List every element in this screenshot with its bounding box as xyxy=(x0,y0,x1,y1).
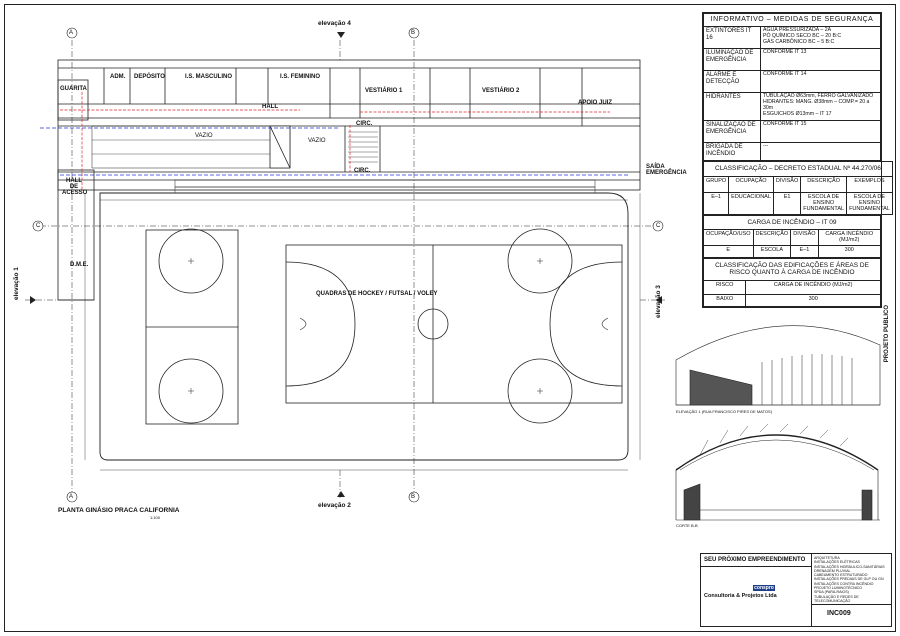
row-value: ÁGUA PRESSURIZADA – 2A PÓ QUÍMICO SECO B… xyxy=(760,26,881,50)
elevation-2-label: elevação 2 xyxy=(318,502,351,509)
axis-a-top: A xyxy=(69,30,74,36)
discipline-item: INSTALAÇÕES PREDIAIS DE GLP OU GN xyxy=(814,577,884,582)
plan-title: PLANTA GINÁSIO PRACA CALIFORNIA xyxy=(58,507,180,514)
carga-cell: E–1 xyxy=(790,244,819,258)
title-block: SEU PRÓXIMO EMPREENDIMENTO conspro Consu… xyxy=(700,553,892,627)
discipline-item: DRENAGEM PLUVIAL xyxy=(814,568,851,573)
row-label: SINALIZAÇÃO DE EMERGÊNCIA xyxy=(703,120,761,144)
room-is-masculino: I.S. MASCULINO xyxy=(185,74,233,80)
class-cell: E–1 xyxy=(702,191,730,215)
section-caption: CORTE B-B xyxy=(676,523,698,528)
class-header: OCUPAÇÃO xyxy=(728,175,774,193)
class-header: DESCRIÇÃO xyxy=(800,175,848,193)
elevation-4-label: elevação 4 xyxy=(318,20,351,27)
axis-c-right: C xyxy=(656,223,661,229)
risk-cell: 300 xyxy=(745,293,881,307)
service-block-outline xyxy=(57,59,641,191)
discipline-item: ARQUITETURA xyxy=(814,556,840,560)
row-value: TUBULAÇÃO Ø63mm, FERRO GALVANIZADO HIDRA… xyxy=(760,92,881,122)
row-value: CONFORME IT 13 xyxy=(760,48,881,72)
row-value: --- xyxy=(760,142,881,162)
class-cell: ESCOLA DE ENSINO FUNDAMENTAL xyxy=(846,191,893,215)
discipline-item: PROJETO LUMINOTÉCNICO xyxy=(814,586,863,591)
discipline-item: TUBULAÇÃO E REDES DE TELECOMUNICAÇÃO xyxy=(814,594,859,603)
emergency-exit-label: SAÍDA EMERGÊNCIA xyxy=(646,164,687,176)
discipline-item: SPDA (PARA-RAIOS) xyxy=(814,590,849,595)
court-label: QUADRAS DE HOCKEY / FUTSAL / VOLEY xyxy=(316,291,438,297)
discipline-item: CABEAMENTO ESTRUTURADO xyxy=(814,573,868,578)
classification-title: CLASSIFICAÇÃO – DECRETO ESTADUAL Nº 44.2… xyxy=(703,161,893,177)
room-guarita: GUARITA xyxy=(60,86,87,92)
axis-b-bottom: B xyxy=(411,494,416,500)
title-block-left: SEU PRÓXIMO EMPREENDIMENTO conspro Consu… xyxy=(701,554,812,626)
carga-header: DIVISÃO xyxy=(790,228,819,246)
axis-a-bottom: A xyxy=(69,494,74,500)
row-label: HIDRANTES xyxy=(703,92,761,122)
room-circ-2: CIRC. xyxy=(354,168,371,174)
carga-header: OCUPAÇÃO/USO xyxy=(703,228,754,246)
discipline-item: INSTALAÇÕES HIDRÁULICO-SANITÁRIAS xyxy=(814,564,885,569)
slogan: SEU PRÓXIMO EMPREENDIMENTO xyxy=(704,557,806,563)
row-value: CONFORME IT 14 xyxy=(760,70,881,94)
room-hall: HALL xyxy=(262,104,278,110)
row-label: BRIGADA DE INCÊNDIO xyxy=(703,142,761,162)
carga-cell: ESCOLA xyxy=(752,244,792,258)
class-cell: EDUCACIONAL xyxy=(728,191,774,215)
carga-header: CARGA INCÊNDIO (MJ/m2) xyxy=(817,228,882,246)
row-label: ALARME E DETECÇÃO xyxy=(703,70,761,94)
company-logo: conspro xyxy=(753,585,775,591)
carga-header: DESCRIÇÃO xyxy=(752,228,792,246)
elevation-3-label: elevação 3 xyxy=(655,285,662,318)
discipline-item: INSTALAÇÕES CONTRA INCÊNDIO xyxy=(814,581,874,586)
project-label: PROJETO PÚBLICO xyxy=(884,305,890,363)
row-value: CONFORME IT 15 xyxy=(760,120,881,144)
axis-b-top: B xyxy=(411,30,416,36)
elevation-1-label: elevação 1 xyxy=(13,267,20,300)
room-is-feminino: I.S. FEMININO xyxy=(280,74,321,80)
carga-cell: 300 xyxy=(817,244,882,258)
elevation-caption: ELEVAÇÃO 1 (RUA FRANCISCO PIRES DE MATOS… xyxy=(676,409,773,414)
sheet-number: INC009 xyxy=(827,610,851,617)
safety-title: INFORMATIVO – MEDIDAS DE SEGURANÇA xyxy=(703,12,881,28)
class-cell: ESCOLA DE ENSINO FUNDAMENTAL xyxy=(800,191,848,215)
axis-c-left: C xyxy=(36,223,41,229)
room-dme: D.M.E. xyxy=(70,262,89,268)
room-vestiario-2: VESTIÁRIO 2 xyxy=(482,88,520,94)
carga-cell: E xyxy=(703,244,754,258)
room-circ: CIRC. xyxy=(356,121,373,127)
class-header: GRUPO xyxy=(702,175,730,193)
safety-info-table: INFORMATIVO – MEDIDAS DE SEGURANÇA EXTIN… xyxy=(702,12,893,308)
row-label: ILUMINAÇÃO DE EMERGÊNCIA xyxy=(703,48,761,72)
drawing-sheet xyxy=(4,4,896,632)
carga-title: CARGA DE INCÊNDIO – IT 09 xyxy=(703,214,881,231)
room-vazio-1: VAZIO xyxy=(195,133,213,139)
company-name: Consultoria & Projetos Ltda xyxy=(704,593,777,599)
room-apoio-juiz: APOIO JUIZ xyxy=(578,100,613,106)
room-vazio-2: VAZIO xyxy=(308,138,326,144)
class-cell: E1 xyxy=(772,191,802,215)
plan-scale: 1:100 xyxy=(150,515,161,520)
room-adm: ADM. xyxy=(110,74,126,80)
row-label: EXTINTORES IT 16 xyxy=(703,26,761,50)
class-header: EXEMPLOS xyxy=(846,175,893,193)
discipline-item: INSTALAÇÕES ELÉTRICAS xyxy=(814,560,860,565)
room-deposito: DEPÓSITO xyxy=(134,74,165,80)
risk-cell: BAIXO xyxy=(702,293,747,307)
class-header: DIVISÃO xyxy=(772,175,802,193)
room-vestiario-1: VESTIÁRIO 1 xyxy=(365,88,403,94)
risk-header: CARGA DE INCÊNDIO (MJ/m2) xyxy=(745,279,881,295)
risk-header: RISCO xyxy=(702,279,747,295)
risk-title: CLASSIFICAÇÃO DAS EDIFICAÇÕES E ÁREAS DE… xyxy=(703,257,881,281)
room-hall-acesso: HALL DE ACESSO xyxy=(62,178,88,196)
